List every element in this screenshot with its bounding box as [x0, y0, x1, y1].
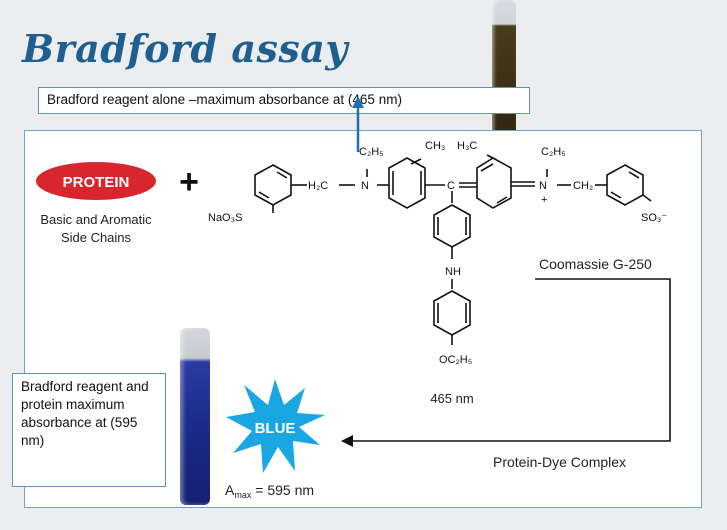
group-h2c: H₂C — [308, 180, 328, 192]
test-tube-brown-image — [492, 0, 516, 147]
group-ch2: CH₂ — [573, 180, 593, 192]
bradford-reaction-diagram: PROTEIN + Basic and Aromatic Side Chains — [36, 140, 671, 500]
note-reagent-alone: Bradford reagent alone –maximum absorban… — [38, 87, 530, 114]
protein-caption-line2: Side Chains — [61, 230, 132, 245]
group-so3: SO₃⁻ — [641, 212, 667, 224]
group-n-left: N — [361, 180, 369, 192]
group-nao3s: NaO₃S — [208, 212, 242, 224]
reaction-arrowhead — [341, 435, 353, 447]
group-n-right: N — [539, 180, 547, 192]
plus-sign: + — [179, 163, 199, 201]
test-tube-blue-image — [180, 328, 210, 505]
dye-structure — [254, 154, 671, 442]
note-reagent-protein: Bradford reagent and protein maximum abs… — [12, 373, 166, 487]
group-oc2h5: OC₂H₅ — [439, 354, 472, 366]
dye-name: Coomassie G-250 — [539, 256, 652, 272]
ring-2 — [388, 157, 426, 209]
group-h3c: H₃C — [457, 140, 477, 152]
reaction-arrow-path — [343, 278, 671, 442]
group-c2h5-left: C₂H₅ — [359, 146, 384, 158]
blue-starburst — [226, 379, 325, 473]
slide-title: Bradford assay — [22, 26, 348, 71]
ring-right — [606, 164, 644, 206]
protein-badge-label: PROTEIN — [63, 174, 130, 191]
ring-left — [254, 164, 292, 206]
protein-badge — [36, 162, 156, 200]
group-nh: NH — [445, 266, 461, 278]
blue-badge-label: BLUE — [255, 420, 296, 437]
ring-lower-1 — [433, 204, 471, 248]
protein-caption-line1: Basic and Aromatic — [40, 212, 152, 227]
group-c-center: C — [447, 180, 455, 192]
group-plus: + — [541, 194, 547, 206]
group-c2h5-right: C₂H₅ — [541, 146, 566, 158]
dye-wavelength: 465 nm — [430, 391, 473, 406]
annotation-arrow — [352, 96, 364, 152]
ring-lower-2 — [433, 290, 471, 336]
ring-3 — [476, 157, 512, 209]
complex-name: Protein-Dye Complex — [493, 454, 626, 470]
amax-label: Amax = 595 nm — [225, 482, 314, 500]
group-ch3: CH₃ — [425, 140, 445, 152]
